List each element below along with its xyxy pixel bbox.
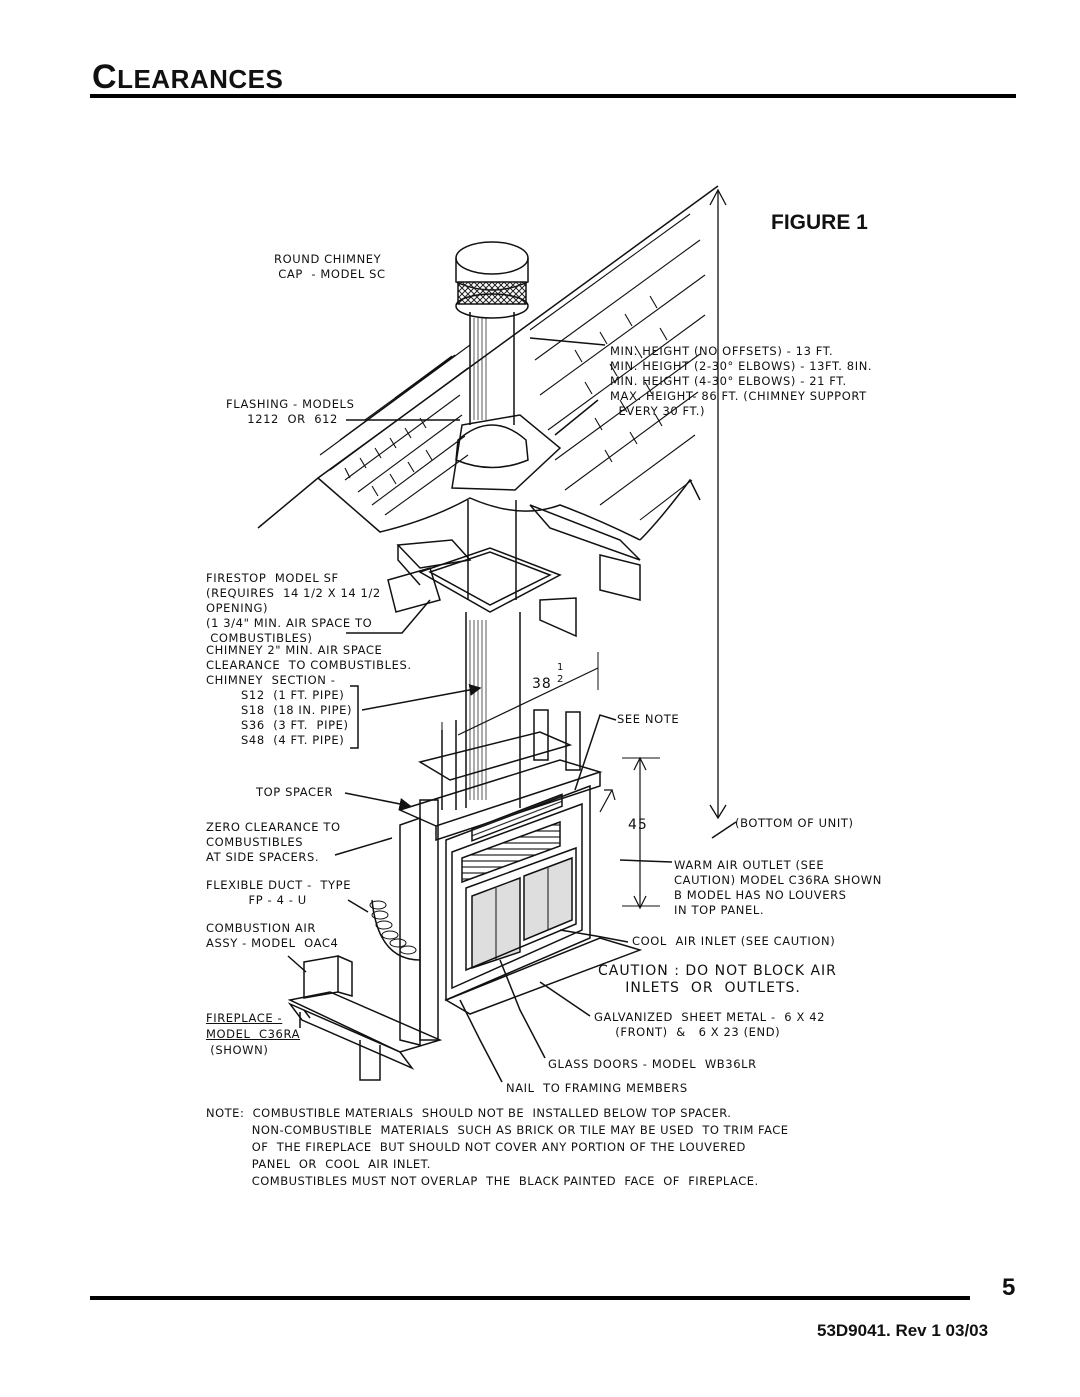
flashing xyxy=(455,424,529,469)
label-combustion-air: COMBUSTION AIR ASSY - MODEL OAC4 xyxy=(206,921,339,950)
top-rule xyxy=(90,94,1016,98)
fireplace-opening xyxy=(465,846,577,972)
bracket-sections xyxy=(350,685,359,749)
leader-bottom-unit xyxy=(711,821,737,839)
fireplace-louvers-top xyxy=(471,793,563,842)
fireplace-front-face xyxy=(451,802,583,990)
label-fireplace-model: MODEL C36RA xyxy=(206,1027,301,1041)
label-galvanized-sheet: GALVANIZED SHEET METAL - 6 X 42 (FRONT) … xyxy=(594,1010,826,1039)
bottom-rule xyxy=(90,1296,970,1300)
label-fireplace: FIREPLACE - xyxy=(206,1011,283,1025)
roof-eave-right xyxy=(639,478,701,541)
label-chimney-air-space: CHIMNEY 2" MIN. AIR SPACE CLEARANCE TO C… xyxy=(206,643,412,687)
roof-shingles-right xyxy=(529,213,706,521)
leader-heights-2 xyxy=(554,399,599,436)
warm-air-arrow xyxy=(599,789,616,813)
label-cool-air-inlet: COOL AIR INLET (SEE CAUTION) xyxy=(632,934,836,948)
label-heights: MIN. HEIGHT (NO OFFSETS) - 13 FT. MIN. H… xyxy=(610,344,873,418)
label-flexible-duct: FLEXIBLE DUCT - TYPE FP - 4 - U xyxy=(206,878,352,907)
combustion-air-box xyxy=(303,955,339,999)
label-dim-half: 1 2 xyxy=(557,662,564,685)
chimney-cap-mesh xyxy=(457,281,527,305)
chimney-pipe-upper xyxy=(469,312,515,425)
page-number: 5 xyxy=(1002,1274,1016,1301)
label-glass-doors: GLASS DOORS - MODEL WB36LR xyxy=(548,1057,757,1071)
flexible-duct xyxy=(371,899,421,961)
framing-post-rear xyxy=(533,709,549,761)
dim-38-line xyxy=(457,667,599,736)
leader-sections xyxy=(361,684,482,711)
label-see-note: SEE NOTE xyxy=(617,712,680,726)
galvanized-sheet xyxy=(287,991,443,1053)
label-chimney-sections: S12 (1 FT. PIPE) S18 (18 IN. PIPE) S36 (… xyxy=(241,688,353,747)
chimney-pipe-middle xyxy=(467,500,517,600)
leader-flex-duct xyxy=(347,899,369,913)
leader-fireplace xyxy=(303,1009,311,1019)
leader-zero-clearance xyxy=(334,837,393,856)
leader-glass-doors xyxy=(499,959,546,1059)
firestop-plate xyxy=(418,547,562,613)
ceiling-joist-right xyxy=(539,597,577,638)
label-bottom-of-unit: (BOTTOM OF UNIT) xyxy=(735,816,854,830)
label-zero-clearance: ZERO CLEARANCE TO COMBUSTIBLES AT SIDE S… xyxy=(206,820,341,864)
leader-see-note xyxy=(574,714,617,791)
label-nail: NAIL TO FRAMING MEMBERS xyxy=(506,1081,688,1095)
page-title: CLEARANCES xyxy=(92,58,284,96)
label-top-spacer: TOP SPACER xyxy=(256,785,334,799)
leader-combustion xyxy=(287,955,307,973)
flexible-duct-coils xyxy=(369,900,417,955)
fireplace-louver-panel xyxy=(461,820,561,884)
label-fireplace-shown: (SHOWN) xyxy=(206,1043,269,1057)
leader-nail xyxy=(459,999,503,1083)
label-dim-38: 38 xyxy=(532,676,552,692)
figure-note: NOTE: COMBUSTIBLE MATERIALS SHOULD NOT B… xyxy=(206,1106,789,1188)
floor-plate xyxy=(287,1002,415,1070)
figure-title: FIGURE 1 xyxy=(771,211,868,234)
chimney-cap-top xyxy=(455,241,529,275)
label-chimney-cap: ROUND CHIMNEY CAP - MODEL SC xyxy=(274,252,386,281)
attic-joist-right xyxy=(529,504,641,561)
document-id: 53D9041. Rev 1 03/03 xyxy=(817,1321,989,1340)
leader-cool-air xyxy=(559,929,629,943)
leader-heights xyxy=(529,337,606,346)
label-dim-45: 45 xyxy=(628,817,648,833)
label-firestop: FIRESTOP MODEL SF (REQUIRES 14 1/2 X 14 … xyxy=(206,571,381,645)
chimney-pipe-upper-shading xyxy=(473,318,487,420)
leader-top-spacer xyxy=(344,792,412,810)
ceiling-joist-left xyxy=(387,567,441,613)
leader-galvanized xyxy=(539,981,591,1017)
leader-warm-air xyxy=(619,859,673,863)
roof-shingles-left xyxy=(319,344,471,516)
attic-joist-left xyxy=(396,539,472,569)
label-warm-air-outlet: WARM AIR OUTLET (SEE CAUTION) MODEL C36R… xyxy=(674,858,882,917)
label-caution: CAUTION : DO NOT BLOCK AIR INLETS OR OUT… xyxy=(598,963,837,996)
roof-eave-left xyxy=(317,477,641,541)
side-spacer xyxy=(399,816,421,1046)
label-flashing: FLASHING - MODELS 1212 OR 612 xyxy=(226,397,355,426)
hearth-sheet xyxy=(444,937,643,1015)
leader-firestop xyxy=(346,599,431,634)
